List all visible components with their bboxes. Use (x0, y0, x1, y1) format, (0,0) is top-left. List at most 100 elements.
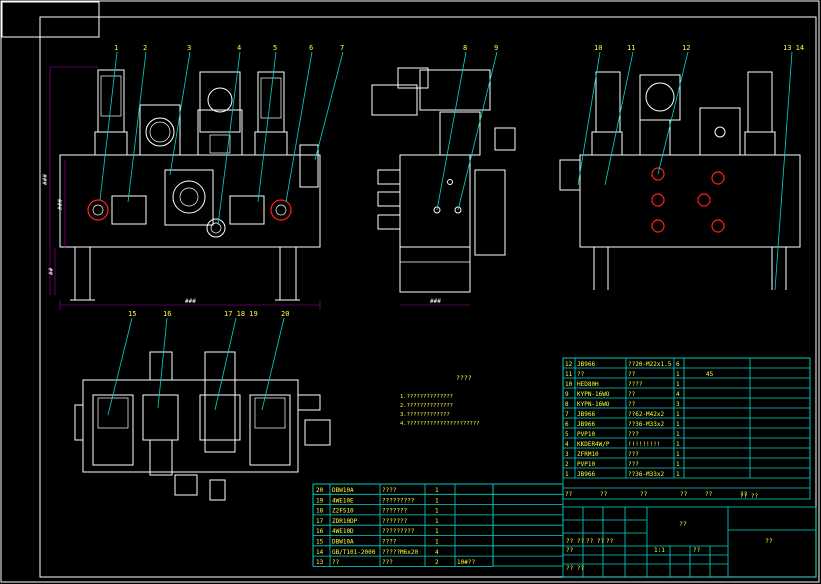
sheet-b: ?? ?? (740, 493, 758, 500)
title-cell-4: ?? (606, 538, 614, 545)
parts-cell-qty: 1 (676, 381, 680, 388)
title-block: ?? ?? 1:1 ?? ?? ?? ?? ?? ?? ?? ?? ?? ?? … (562, 493, 817, 578)
parts2-cell-qty: 1 (435, 528, 439, 535)
parts-cell-name: ?? (628, 401, 636, 408)
scale-label: 1:1 (654, 547, 665, 554)
sheet-a: ?? (693, 547, 701, 554)
parts-cell-name: ???? (628, 381, 643, 388)
parts-cell-code: PVP10 (577, 461, 595, 468)
parts2-cell-no: 19 (316, 497, 324, 504)
parts-cell-no: 2 (565, 461, 569, 468)
parts-header-1: ?? (600, 491, 608, 498)
parts2-cell-name: ??????? (382, 508, 408, 515)
parts-cell-qty: 1 (676, 411, 680, 418)
note-line-1: 1.?????????????? (400, 394, 453, 400)
parts-cell-name: ??? (628, 431, 639, 438)
parts2-cell-note: 10#?? (457, 559, 475, 566)
parts2-cell-no: 20 (316, 487, 324, 494)
parts-cell-no: 4 (565, 441, 569, 448)
dim-body-height: ### (57, 199, 64, 210)
dim-width-side: ### (430, 298, 441, 305)
company-name: ?? (765, 537, 773, 545)
title-cell-3: ?? ?? (586, 538, 604, 545)
parts2-cell-name: ????????? (382, 528, 415, 535)
corner-tag (1, 1, 100, 38)
parts-cell-code: ?? (577, 371, 585, 378)
parts2-cell-code: 4WE10D (332, 528, 354, 535)
balloon-4: 4 (237, 44, 241, 52)
balloon-17-18-19: 17 18 19 (224, 310, 258, 318)
title-cell-2: ?? (566, 547, 574, 554)
parts-cell-no: 1 (565, 471, 569, 478)
parts-cell-code: KKDER4W/P (577, 441, 610, 448)
parts-cell-qty: 1 (676, 461, 680, 468)
balloon-16: 16 (163, 310, 171, 318)
parts-cell-code: KYPN-16WO (577, 401, 610, 408)
top-view: 15 16 17 18 19 20 (74, 310, 331, 501)
balloon-10: 10 (594, 44, 602, 52)
parts2-cell-qty: 2 (435, 559, 439, 566)
parts-cell-qty: 1 (676, 421, 680, 428)
parts-header-5: ?? (740, 491, 748, 498)
parts-cell-no: 8 (565, 401, 569, 408)
parts-header-4: ?? (705, 491, 713, 498)
parts-cell-qty: 4 (676, 391, 680, 398)
parts-cell-name: ?? (628, 391, 636, 398)
parts-cell-name: ??? (628, 451, 639, 458)
parts2-cell-code: 4WE10E (332, 497, 354, 504)
parts2-cell-code: ?? (332, 559, 340, 566)
parts2-cell-code: ZDR10DP (332, 518, 358, 525)
rear-view: 10 11 12 13 14 (559, 44, 804, 291)
parts2-cell-name: ???? (382, 487, 397, 494)
parts2-cell-name: ???? (382, 539, 397, 546)
parts-cell-name: !!!!!!!!! (628, 441, 661, 448)
parts-cell-no: 3 (565, 451, 569, 458)
parts-header-2: ?? (640, 491, 648, 498)
parts-cell-no: 6 (565, 421, 569, 428)
drawing-name: ?? (679, 520, 687, 528)
parts-cell-code: PVP10 (577, 431, 595, 438)
parts-cell-name: ??20-M22x1.5 (628, 361, 672, 368)
balloon-8: 8 (463, 44, 467, 52)
parts-cell-name: ??? (628, 461, 639, 468)
parts-cell-qty: 1 (676, 451, 680, 458)
parts-header-0: ?? (565, 491, 573, 498)
balloon-20: 20 (281, 310, 289, 318)
parts2-cell-qty: 1 (435, 518, 439, 525)
parts-cell-no: 11 (565, 371, 573, 378)
parts2-cell-no: 15 (316, 539, 324, 546)
parts-cell-code: KYPN-16WO (577, 391, 610, 398)
dim-total-height: ### (42, 174, 49, 185)
parts2-cell-qty: 1 (435, 539, 439, 546)
title-cell-5: ?? ?? (566, 565, 584, 572)
parts-cell-code: JB966 (577, 411, 595, 418)
parts2-cell-name: ??? (382, 559, 393, 566)
parts-cell-no: 12 (565, 361, 573, 368)
balloon-12: 12 (682, 44, 690, 52)
parts-cell-qty: 1 (676, 441, 680, 448)
parts-cell-code: JB966 (577, 421, 595, 428)
dim-foot-height: ## (48, 267, 55, 275)
note-line-3: 3.????????????? (400, 412, 450, 418)
parts-cell-code: JB966 (577, 471, 595, 478)
parts-cell-code: HED80H (577, 381, 599, 388)
parts-cell-name: ?? (628, 371, 636, 378)
note-line-4: 4.?????????????????????? (400, 421, 479, 427)
dim-width-front: ### (185, 298, 196, 305)
balloon-6: 6 (309, 44, 313, 52)
parts2-cell-qty: 1 (435, 508, 439, 515)
technical-notes: ???? 1.?????????????? 2.?????????????? 3… (400, 374, 479, 427)
parts2-cell-no: 16 (316, 528, 324, 535)
parts-cell-name: ??62-M42x2 (628, 411, 665, 418)
balloon-2: 2 (143, 44, 147, 52)
parts-cell-qty: 6 (676, 361, 680, 368)
parts-cell-qty: 1 (676, 371, 680, 378)
parts-cell-name: ??36-M33x2 (628, 471, 665, 478)
parts2-cell-no: 18 (316, 508, 324, 515)
balloon-7: 7 (340, 44, 344, 52)
parts2-cell-qty: 4 (435, 549, 439, 556)
